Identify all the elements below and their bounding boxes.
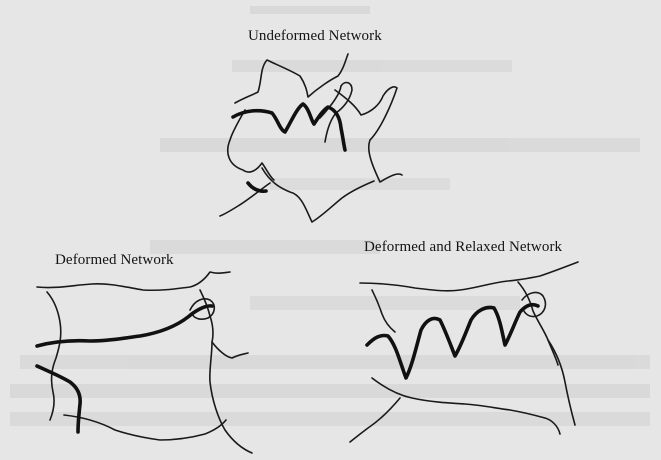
relaxed-top-boundary [359,261,579,292]
deformed-bottom-boundary [63,414,227,441]
bleed-through-texture [10,6,650,426]
deformed-top-boundary [36,271,231,292]
label-deformed: Deformed Network [55,252,174,268]
undeformed-chain-bottom [261,167,375,223]
deformed-mid-strand [199,289,249,359]
deformed-right-strand [208,341,253,454]
deformed-network [35,271,253,454]
undeformed-chain-dangling [219,182,271,217]
label-undeformed: Undeformed Network [248,28,382,44]
undeformed-highlighted-branch [246,181,268,193]
undeformed-network [219,53,403,223]
relaxed-bottom-boundary [371,377,561,435]
deformed-left-strand [46,291,62,421]
relaxed-highlighted-chain [365,302,540,380]
deformed-highlighted-chain [35,304,214,348]
relaxed-network [349,261,579,443]
undeformed-chain-top-loop [319,81,353,143]
relaxed-right-strand [547,339,576,426]
deformed-small-loop [189,298,216,320]
undeformed-chain-outline [234,53,349,104]
label-relaxed: Deformed and Relaxed Network [364,239,563,255]
undeformed-highlighted-chain [231,102,347,152]
relaxed-left-strand [371,289,396,333]
deformed-highlighted-tail [35,364,82,434]
relaxed-bottom-left [349,397,401,443]
relaxed-small-loop [521,291,547,318]
relaxed-mid-strand [517,281,559,366]
undeformed-chain-right [334,86,403,183]
undeformed-chain-left [227,109,275,181]
